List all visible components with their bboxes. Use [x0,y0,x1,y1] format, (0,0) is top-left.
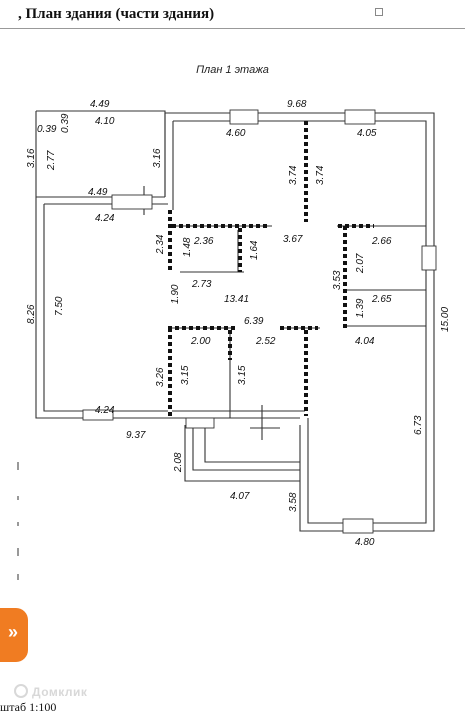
window [421,245,437,271]
watermark-text: Домклик [32,685,88,699]
dimension-label: 9.68 [287,99,307,110]
dimension-label: 4.24 [95,213,115,224]
window [111,194,153,210]
dimension-label: 2.66 [371,236,392,247]
document-header: , План здания (части здания) [0,0,465,29]
dimension-label: 3.74 [315,165,326,185]
dimension-label: 1.39 [355,298,366,318]
dimension-label: 2.52 [255,336,276,347]
porch-outline [192,425,300,471]
dimension-label: 4.49 [88,187,108,198]
dimension-label: 4.04 [355,336,375,347]
dimension-label: 2.07 [355,253,366,274]
dimension-label: 4.10 [95,116,115,127]
dimension-label: 3.26 [155,367,166,387]
wall [43,204,168,412]
wall [173,120,427,524]
window [82,409,114,421]
dimension-label: 7.50 [54,296,65,316]
domclick-logo-icon [14,684,28,698]
window [342,518,374,534]
chevron-right-icon: » [8,622,19,642]
dimension-label: 3.16 [26,148,37,168]
dimension-label: 3.53 [332,270,343,290]
dimension-label: 8.26 [26,304,37,324]
dimension-label: 2.36 [193,236,214,247]
dimension-label: 6.73 [413,415,424,435]
dimension-label: 15.00 [440,307,451,332]
porch-outline [184,425,300,482]
dimension-label: 0.39 [60,113,71,133]
window [229,109,259,125]
dimension-label: 1.48 [182,237,193,257]
dimension-label: 3.16 [152,148,163,168]
wall [164,112,435,532]
dimension-label: 2.00 [190,336,211,347]
dimension-label: 3.58 [288,492,299,512]
window [185,417,215,429]
dimension-label: 3.74 [288,165,299,185]
dimension-label: 3.15 [237,365,248,385]
porch-outline [204,425,300,463]
dimension-label: 3.15 [180,365,191,385]
dimension-label: 9.37 [126,430,146,441]
dimension-label: 13.41 [224,294,249,305]
expand-panel-button[interactable]: » [0,608,28,662]
watermark: Домклик [14,684,87,699]
dimension-label: 6.39 [244,316,264,327]
window [344,109,376,125]
header-mark [375,8,383,16]
dimension-label: 2.73 [191,279,212,290]
dimension-label: 2.65 [371,294,392,305]
scale-label: штаб 1:100 [0,700,57,714]
dimension-label: 2.08 [173,452,184,473]
document-title: , План здания (части здания) [18,6,215,22]
dimension-label: 1.64 [249,240,260,260]
dimension-label: 4.07 [230,491,250,502]
dimension-label: 0.39 [37,124,57,135]
wall [35,111,168,419]
dimension-label: 2.34 [155,234,166,255]
dimension-label: 1.90 [170,284,181,304]
dimension-label: 4.24 [95,405,115,416]
dimension-label: 3.67 [283,234,303,245]
dimension-label: 4.80 [355,537,375,548]
dimension-label: 4.05 [357,128,377,139]
dimension-label: 4.60 [226,128,246,139]
dimension-label: 4.49 [90,99,110,110]
dimension-label: 2.77 [46,150,57,171]
plan-title: План 1 этажа [196,64,269,76]
